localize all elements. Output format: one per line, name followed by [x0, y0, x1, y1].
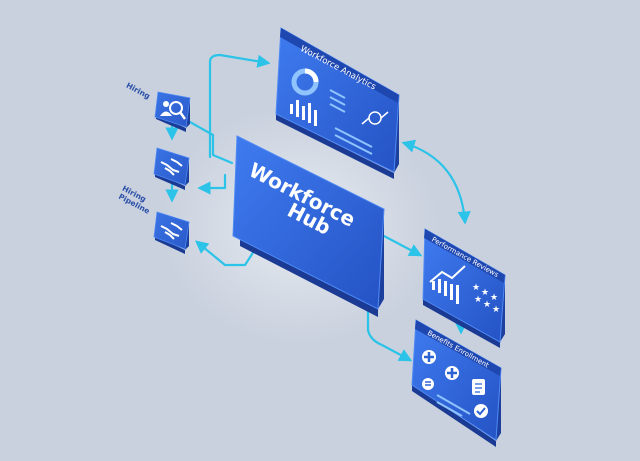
hiring-label: Hiring — [125, 81, 152, 101]
bar-chart-icon — [290, 100, 317, 126]
hub-panel[interactable]: Workforce Hub — [232, 135, 385, 317]
svg-text:★: ★ — [474, 295, 482, 305]
svg-text:★: ★ — [492, 305, 500, 315]
network-icon — [361, 111, 389, 125]
health-plus-icon — [422, 350, 436, 364]
trend-arrow-icon — [429, 265, 466, 283]
donut-highlight — [304, 68, 319, 83]
connector-hub-to-analytics — [208, 53, 271, 159]
svg-text:★: ★ — [472, 283, 480, 293]
menu-list-icon — [422, 378, 434, 390]
connector-hub-to-onboarding — [197, 173, 227, 195]
connectors — [165, 53, 471, 362]
document-icon — [472, 379, 485, 395]
add-plus-icon — [445, 366, 459, 380]
svg-text:★: ★ — [483, 300, 491, 310]
analytics-lines — [329, 89, 373, 155]
handshake-icon — [160, 222, 183, 240]
connector-analytics-performance — [401, 139, 471, 225]
hiring-card[interactable] — [154, 91, 191, 132]
connector-hub-to-performance — [382, 234, 423, 257]
svg-text:★: ★ — [481, 288, 489, 298]
connector-hiring-to-hub — [188, 120, 234, 165]
svg-text:★: ★ — [490, 293, 498, 303]
growth-chart-icon — [432, 279, 459, 304]
handshake-icon — [160, 158, 183, 176]
connector-hub-to-benefits — [366, 306, 413, 362]
rating-stars-icon: ★★★ ★★★ — [472, 283, 500, 315]
connector-hub-to-pipeline — [194, 240, 258, 267]
onboarding-card[interactable] — [153, 147, 190, 190]
pipeline-card[interactable] — [153, 211, 190, 254]
benefits-lines — [436, 394, 471, 417]
performance-panel[interactable]: Performance Reviews ★★★ ★★★ — [422, 228, 506, 348]
magnifier-person-icon — [160, 101, 187, 120]
checkmark-icon — [474, 404, 488, 418]
